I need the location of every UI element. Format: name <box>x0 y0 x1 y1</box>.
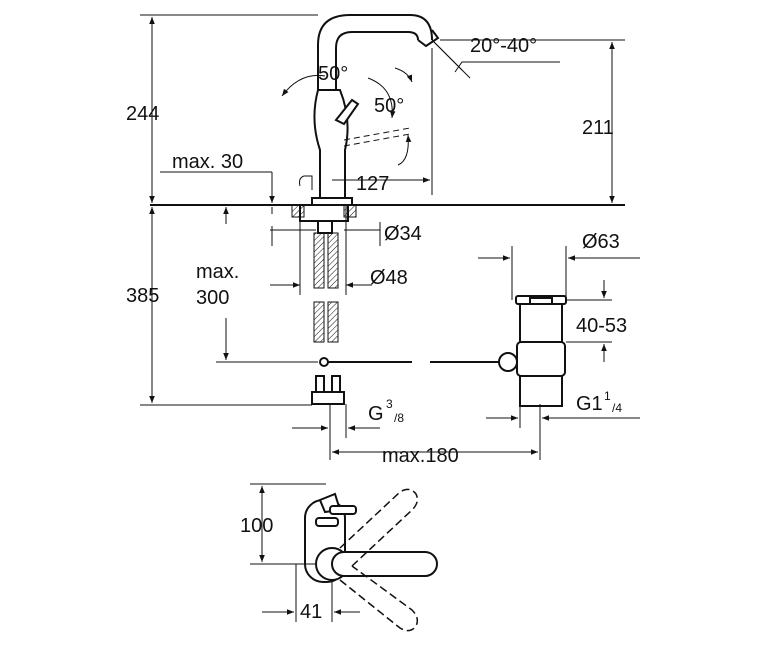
label-thread-g-den: /8 <box>394 411 404 425</box>
angle-arc-lever <box>397 134 412 166</box>
label-thread-g1-den: /4 <box>612 401 622 415</box>
label-angle-spout: 20°-40° <box>470 35 537 57</box>
label-thread-g-num: 3 <box>386 397 393 411</box>
label-thread-g: G <box>368 403 384 425</box>
lever-top-view <box>304 488 438 632</box>
label-40-53: 40-53 <box>576 315 627 337</box>
label-d34: Ø34 <box>384 223 422 245</box>
label-angle-50-b: 50° <box>374 95 404 117</box>
label-385: 385 <box>126 285 159 307</box>
angle-arc-right <box>367 77 396 119</box>
label-41: 41 <box>300 601 322 623</box>
angle-arc-left <box>281 74 326 97</box>
label-211: 211 <box>582 117 614 139</box>
angle-arc-right-2 <box>394 67 413 83</box>
label-max30: max. 30 <box>172 151 243 173</box>
label-max300-a: max. <box>196 261 239 283</box>
label-angle-50-a: 50° <box>318 63 348 85</box>
supply-hoses <box>291 204 357 405</box>
label-d48: Ø48 <box>370 267 408 289</box>
label-127: 127 <box>356 173 389 195</box>
popup-waste <box>498 295 567 460</box>
label-100: 100 <box>240 515 273 537</box>
label-244: 244 <box>126 103 159 125</box>
spout-angle-leader <box>454 61 560 73</box>
label-d63: Ø63 <box>582 231 620 253</box>
label-max180: max.180 <box>382 445 459 467</box>
label-thread-g1: G1 <box>576 393 603 415</box>
label-thread-g1-num: 1 <box>604 389 611 403</box>
label-max300-b: 300 <box>196 287 229 309</box>
faucet-body <box>299 14 440 206</box>
